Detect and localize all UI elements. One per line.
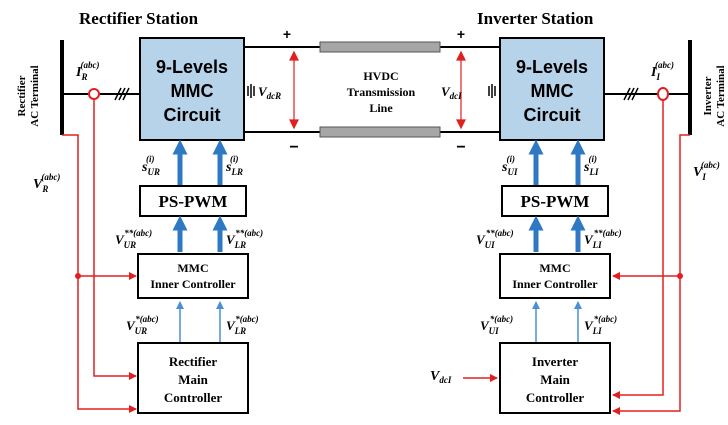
svg-text:AC Terminal: AC Terminal bbox=[29, 65, 41, 126]
inverter-mmc-label-2: MMC bbox=[531, 81, 574, 101]
inverter-main-label-1: Inverter bbox=[532, 354, 578, 369]
inverter-three-phase-icon bbox=[623, 87, 639, 101]
inverter-feedback-wires bbox=[612, 100, 690, 415]
rectifier-vdc-arrow bbox=[289, 50, 299, 130]
rectifier-three-phase-icon bbox=[114, 87, 130, 101]
inverter-vdc-label: VdcI bbox=[441, 84, 462, 101]
inverter-mmc-block bbox=[499, 37, 605, 141]
inverter-junction-dot bbox=[677, 273, 683, 279]
inverter-inner-label-2: Inner Controller bbox=[512, 277, 598, 291]
hvdc-label-2: Transmission bbox=[347, 85, 416, 99]
inverter-v1-lower-label: VLI*(abc) bbox=[584, 314, 617, 336]
inverter-main-label-3: Controller bbox=[526, 390, 584, 405]
rectifier-s-upper-label: sUR(i) bbox=[141, 154, 160, 177]
rectifier-main-label-2: Main bbox=[178, 372, 208, 387]
rectifier-pwm-label: PS-PWM bbox=[159, 192, 228, 211]
hvdc-label-1: HVDC bbox=[363, 69, 398, 83]
rectifier-ct-icon bbox=[88, 88, 100, 100]
inverter-mmc-label-3: Circuit bbox=[523, 105, 580, 125]
inverter-pwm-label: PS-PWM bbox=[521, 192, 590, 211]
svg-text:Rectifier: Rectifier bbox=[16, 75, 28, 116]
rectifier-main-controller-block bbox=[137, 342, 249, 414]
rectifier-v2-upper-label: VUR**(abc) bbox=[115, 228, 152, 250]
rectifier-mmc-label-2: MMC bbox=[171, 81, 214, 101]
rectifier-terminal-label: Rectifier AC Terminal bbox=[16, 65, 41, 126]
hvdc-cable-upper bbox=[319, 41, 441, 53]
inverter-main-controller-block bbox=[499, 342, 611, 414]
svg-text:Inverter: Inverter bbox=[702, 76, 714, 115]
rectifier-inner-label-2: Inner Controller bbox=[150, 277, 236, 291]
inverter-voltage-label: VI(abc) bbox=[693, 160, 720, 182]
rectifier-pwm-block bbox=[139, 185, 247, 217]
rectifier-junction-dot bbox=[75, 273, 81, 279]
rectifier-v1-lower-label: VLR*(abc) bbox=[226, 314, 259, 336]
inverter-pwm-block bbox=[501, 185, 609, 217]
rectifier-station-title: Rectifier Station bbox=[79, 9, 199, 28]
inverter-v1-upper-label: VUI*(abc) bbox=[480, 314, 513, 336]
rectifier-minus-sign: − bbox=[289, 139, 298, 156]
inverter-minus-sign: − bbox=[456, 139, 465, 156]
inverter-mmc-label-1: 9-Levels bbox=[516, 57, 588, 77]
rectifier-s-lower-label: sLR(i) bbox=[225, 154, 243, 177]
rectifier-v2-lower-label: VLR**(abc) bbox=[226, 228, 263, 250]
rectifier-plus-sign: + bbox=[283, 26, 291, 42]
hvdc-cable-lower bbox=[319, 126, 441, 138]
inverter-s-upper-label: sUI(i) bbox=[501, 154, 518, 177]
inverter-inner-controller-block bbox=[499, 253, 611, 299]
rectifier-inner-controller-block bbox=[137, 253, 249, 299]
inverter-dc-capacitor-icon bbox=[488, 84, 496, 98]
inverter-v2-upper-label: VUI**(abc) bbox=[476, 228, 514, 250]
rectifier-feedback-wires bbox=[62, 99, 137, 413]
svg-text:AC Terminal: AC Terminal bbox=[715, 65, 727, 126]
rectifier-mmc-block bbox=[139, 37, 245, 141]
inverter-main-label-2: Main bbox=[540, 372, 570, 387]
rectifier-mmc-label-3: Circuit bbox=[163, 105, 220, 125]
inverter-s-lower-label: sLI(i) bbox=[583, 154, 599, 177]
hvdc-label-3: Line bbox=[369, 101, 393, 115]
rectifier-vdc-label: VdcR bbox=[258, 84, 281, 101]
rectifier-voltage-label: VR(abc) bbox=[33, 172, 60, 194]
rectifier-inner-label-1: MMC bbox=[177, 261, 208, 275]
inverter-vdc-input-label: VdcI bbox=[430, 369, 452, 385]
inverter-inner-label-1: MMC bbox=[539, 261, 570, 275]
rectifier-main-label-1: Rectifier bbox=[169, 354, 218, 369]
rectifier-main-label-3: Controller bbox=[164, 390, 222, 405]
rectifier-v1-upper-label: VUR*(abc) bbox=[126, 314, 159, 336]
inverter-terminal-label: Inverter AC Terminal bbox=[702, 65, 727, 126]
inverter-v2-lower-label: VLI**(abc) bbox=[584, 228, 622, 250]
inverter-ct-icon bbox=[657, 87, 669, 101]
inverter-station-title: Inverter Station bbox=[477, 9, 594, 28]
rectifier-current-label: IR(abc) bbox=[75, 60, 99, 82]
inverter-plus-sign: + bbox=[457, 26, 465, 42]
inverter-current-label: II(abc) bbox=[650, 60, 674, 82]
rectifier-dc-capacitor-icon bbox=[247, 84, 255, 98]
rectifier-mmc-label-1: 9-Levels bbox=[156, 57, 228, 77]
inverter-vdc-arrow bbox=[456, 50, 466, 130]
